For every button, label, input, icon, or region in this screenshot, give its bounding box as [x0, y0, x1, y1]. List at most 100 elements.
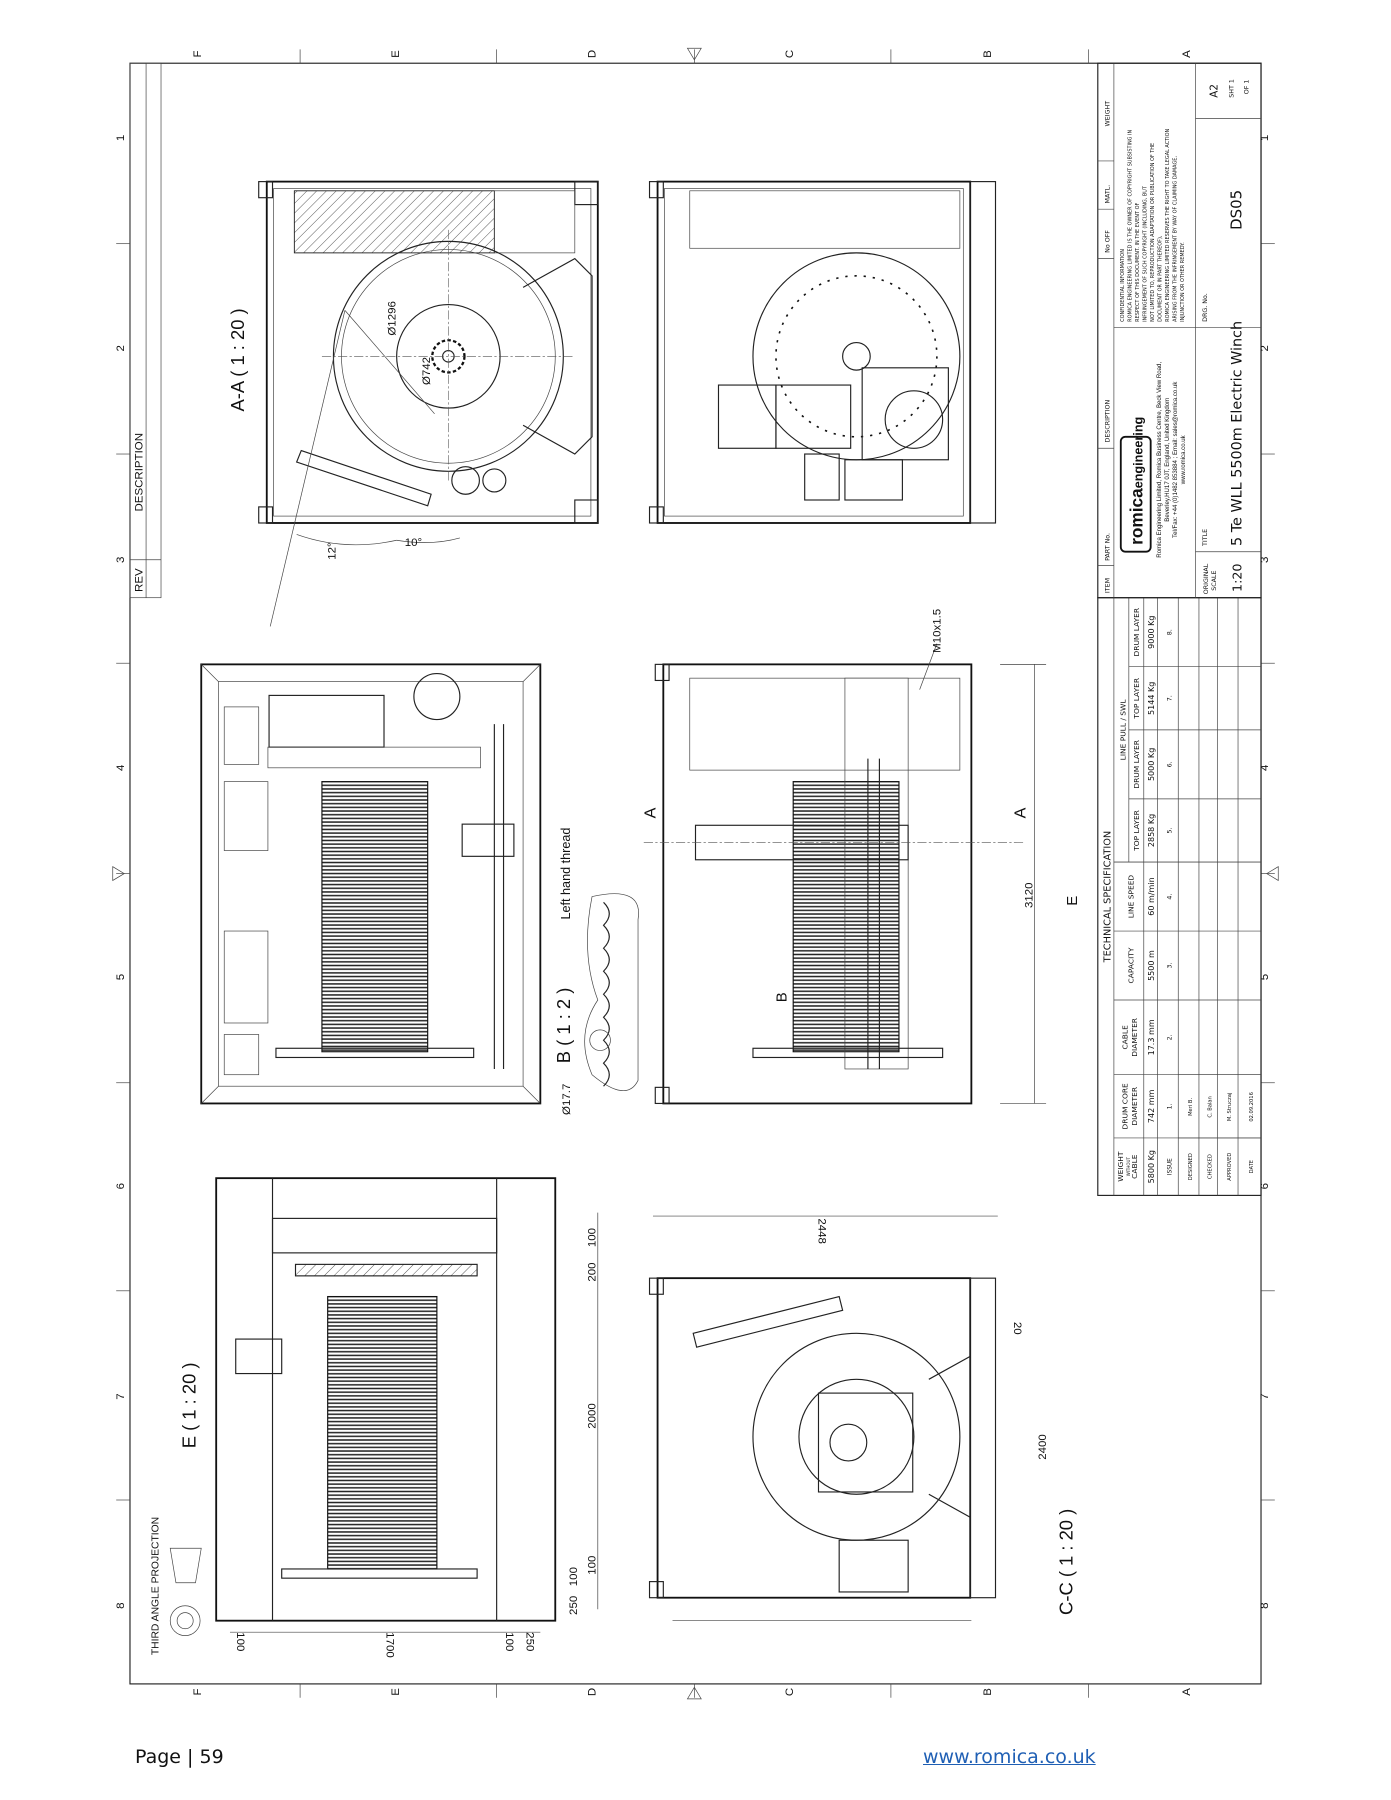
angle-10-label: 10°	[405, 537, 422, 549]
issue-cell: 4.	[1166, 894, 1173, 900]
description-header: DESCRIPTION	[134, 433, 146, 511]
spec-value: 9000 Kg	[1147, 616, 1156, 649]
issue-cell: ISSUE	[1167, 1158, 1173, 1175]
spec-value: 5800 Kg	[1147, 1150, 1156, 1183]
zone-letter-top: C	[784, 50, 796, 58]
drawing-number: DS05	[1227, 190, 1245, 230]
drum-core-dia-label: Ø742	[421, 357, 433, 385]
zone-letter-bottom: B	[982, 1688, 994, 1696]
view-e-bottom-left: E ( 1 : 20 ) 100 200 2000 100 100 250 10…	[179, 1177, 599, 1658]
dim-100c: 100	[568, 1567, 580, 1586]
offset-20-label: 20	[1011, 1322, 1023, 1335]
spec-header: DIAMETER	[1130, 1018, 1139, 1057]
zone-number-left: 3	[115, 557, 127, 563]
scale-label-1: ORIGINAL	[1203, 563, 1210, 594]
bolt-label: M10x1.5	[931, 609, 943, 653]
title-label: TITLE	[1202, 529, 1209, 547]
spec-value: 5000 Kg	[1147, 748, 1156, 781]
title-block: TECHNICAL SPECIFICATION LINE PULL / SWL …	[1097, 62, 1262, 1196]
section-view-c-c: 2448 20 2400 C-C ( 1 : 20 )	[648, 1215, 1077, 1622]
third-angle-projection-symbol: THIRD ANGLE PROJECTION	[151, 1517, 202, 1655]
sheet-count: OF 1	[1243, 80, 1250, 95]
centering-mark-icon	[686, 1686, 702, 1700]
signoff-name: Meri B.	[1188, 1098, 1194, 1116]
confidential-notice-line: RESPECT OF THIS DOCUMENT. IN THE EVENT O…	[1135, 203, 1141, 322]
zone-letter-bottom: C	[784, 1688, 796, 1696]
zone-letter-top: D	[587, 50, 599, 58]
company-address-line: Tel/Fax: +44 (0)1482 853884 ; Email: sal…	[1172, 381, 1179, 538]
confidential-notice-line: ROMICA ENGINEERING LIMITED RESERVES THE …	[1165, 128, 1171, 321]
height-2448-label: 2448	[815, 1218, 827, 1244]
confidential-notice-line: ARISING FROM THE INFRINGEMENT BY WAY OF …	[1173, 156, 1179, 322]
issue-cell: 1.	[1166, 1103, 1173, 1109]
dim-250b: 250	[524, 1632, 536, 1651]
signoff-name: C. Balan	[1208, 1096, 1214, 1117]
zone-letter-bottom: E	[390, 1688, 402, 1696]
company-address-line: www.romica.co.uk	[1180, 434, 1187, 485]
no-off-header: No OFF	[1104, 230, 1111, 253]
signoff-role: DATE	[1249, 1160, 1255, 1173]
signoff-name: 02.09.2016	[1249, 1092, 1255, 1122]
dim-250: 250	[568, 1596, 580, 1615]
zone-number-left: 2	[115, 345, 127, 351]
romica-logo: romicaengineering	[1119, 417, 1152, 553]
spec-value: 60 m/min	[1147, 877, 1156, 915]
zone-number-left: 8	[115, 1603, 127, 1609]
thread-note: Left hand thread	[559, 828, 573, 920]
dim-100a: 100	[587, 1228, 599, 1247]
spec-header: WEIGHT	[1116, 1151, 1125, 1182]
centering-mark-icon	[112, 866, 125, 882]
dim-100b: 100	[587, 1556, 599, 1575]
svg-text:romicaengineering: romicaengineering	[1127, 417, 1147, 545]
confidential-notice-line: INJUNCTION OR OTHER REMEDY.	[1180, 242, 1186, 322]
view-title-a-a: A-A ( 1 : 20 )	[227, 308, 248, 411]
spec-value: 17.3 mm	[1147, 1019, 1156, 1055]
view-title-e: E ( 1 : 20 )	[179, 1362, 200, 1448]
zone-number-right: 2	[1259, 345, 1271, 351]
spec-header: CABLE	[1130, 1154, 1139, 1179]
section-view-a-a: 12° 10° Ø1296 Ø742 A-A ( 1 : 20 )	[227, 180, 599, 627]
angle-12-label: 12°	[327, 542, 339, 559]
page-number: Page | 59	[135, 1746, 224, 1768]
spec-value: 2858 Kg	[1147, 814, 1156, 847]
view-arrow-e-label: E	[1064, 896, 1081, 906]
zone-letter-top: B	[982, 50, 994, 58]
matl-header: MATL.	[1104, 185, 1111, 204]
spec-header: CAPACITY	[1126, 947, 1135, 983]
spec-header: WITHOUT	[1126, 1157, 1131, 1177]
scale-label-2: SCALE	[1211, 571, 1218, 591]
company-address-line: Romica Engineering Limited, Romica Busin…	[1156, 362, 1163, 558]
confidential-notice-line: INFRINGEMENT OF SUCH COPYRIGHT (INCLUDIN…	[1143, 185, 1149, 322]
issue-cell: 6.	[1166, 761, 1173, 767]
drg-no-label: DRG. No.	[1202, 293, 1209, 322]
dim-200: 200	[587, 1262, 599, 1281]
confidential-notice-line: DOCUMENT OR IN PART THEREOF),	[1158, 235, 1164, 322]
signoff-name: M. Struczaj	[1227, 1093, 1233, 1122]
zone-number-right: 7	[1259, 1393, 1271, 1399]
zone-number-right: 5	[1259, 974, 1271, 980]
signoff-role: DESIGNED	[1188, 1153, 1194, 1180]
signoff-role: CHECKED	[1208, 1154, 1214, 1179]
confidential-notice-line: CONFIDENTIAL INFORMATION	[1120, 249, 1126, 322]
technical-specification-table: TECHNICAL SPECIFICATION LINE PULL / SWL …	[1097, 597, 1262, 1196]
sheet-number: SHT 1	[1228, 79, 1235, 98]
line-pull-header: LINE PULL / SWL	[1118, 699, 1127, 761]
plan-view-middle-right: M10x1.5 3120 E A A B	[641, 609, 1081, 1105]
item-header: ITEM	[1104, 578, 1111, 593]
spec-header: TOP LAYER	[1132, 678, 1141, 720]
zone-number-left: 7	[115, 1393, 127, 1399]
spec-header: LINE SPEED	[1126, 875, 1135, 919]
issue-cell: 3.	[1166, 963, 1173, 969]
view-title-c-c: C-C ( 1 : 20 )	[1056, 1509, 1077, 1615]
zone-letter-top: A	[1181, 50, 1193, 58]
view-title-b: B ( 1 : 2 )	[553, 988, 574, 1064]
zone-number-left: 6	[115, 1183, 127, 1189]
drawing-title: 5 Te WLL 5500m Electric Winch	[1229, 321, 1245, 546]
width-2400-label: 2400	[1037, 1434, 1049, 1460]
website-link[interactable]: www.romica.co.uk	[923, 1746, 1096, 1768]
spec-header: TOP LAYER	[1132, 810, 1141, 852]
zone-number-right: 3	[1259, 557, 1271, 563]
centering-mark-icon	[686, 47, 702, 61]
